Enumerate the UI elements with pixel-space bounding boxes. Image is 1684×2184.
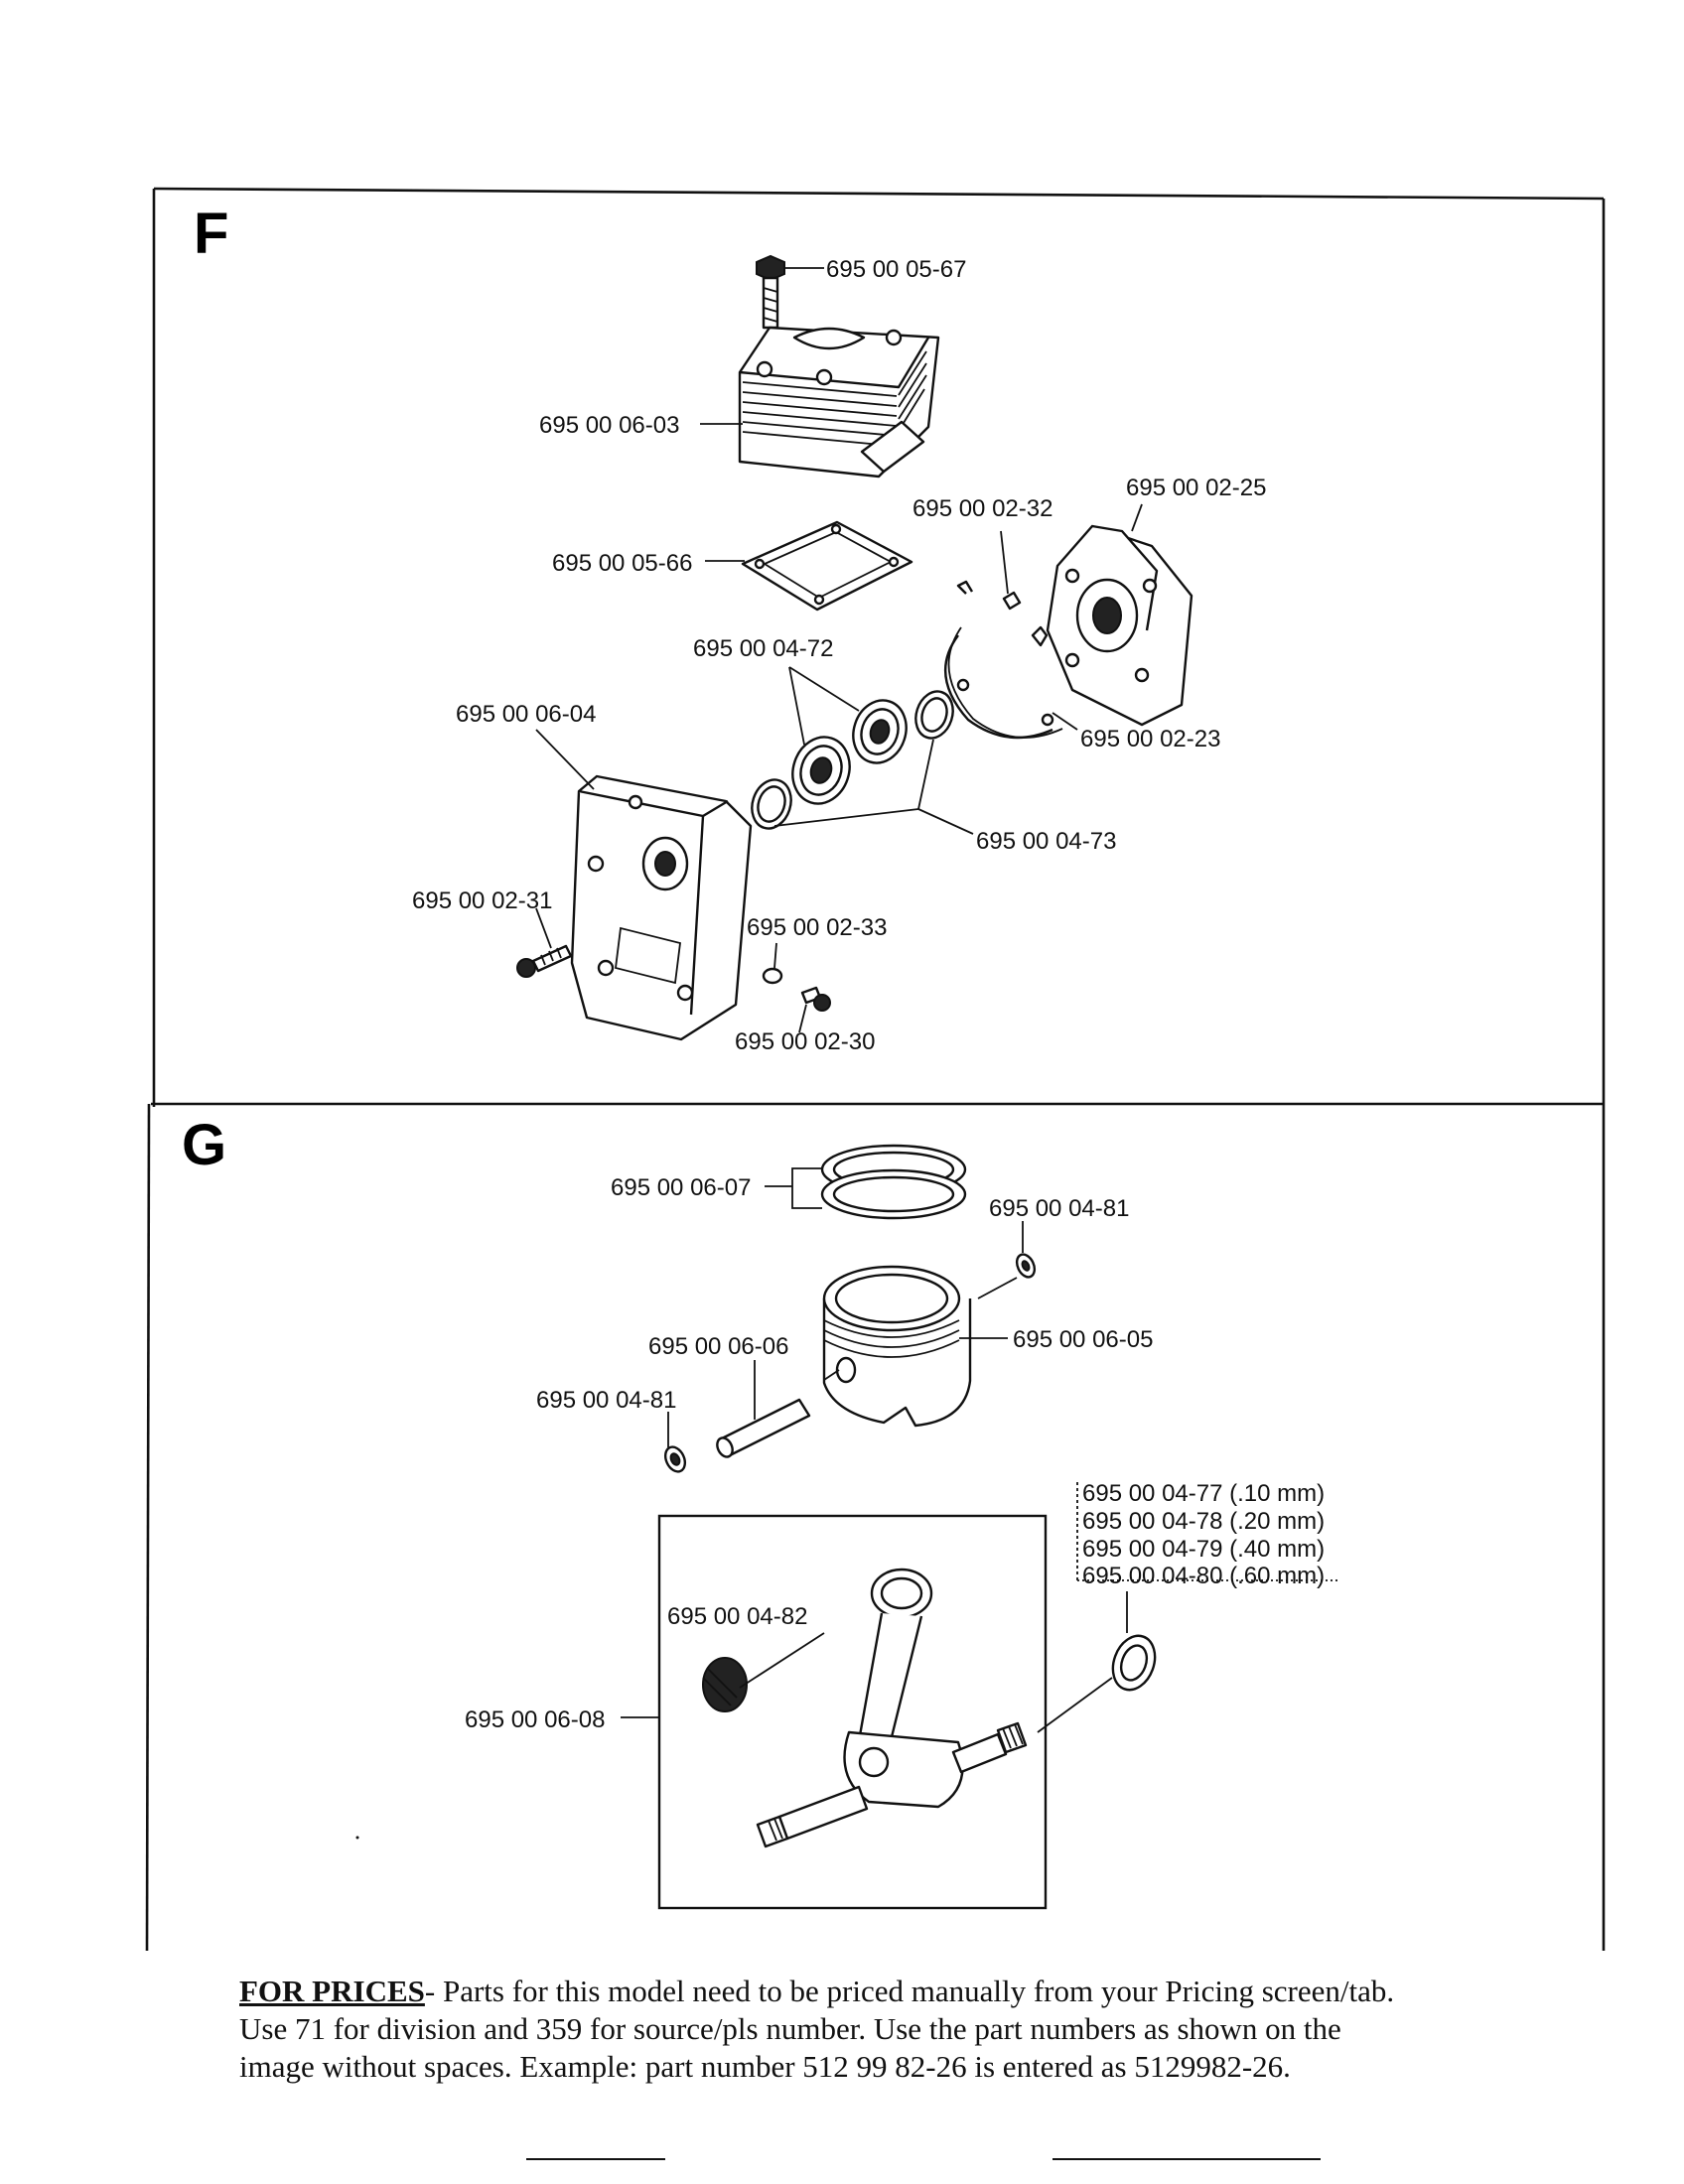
dowel-pin — [1002, 591, 1022, 611]
needle-bearing — [702, 1657, 748, 1712]
label-695-00-04-72: 695 00 04-72 — [693, 635, 833, 662]
crankcase-gasket — [943, 580, 1063, 740]
circlip-left — [663, 1445, 687, 1473]
label-695-00-06-05: 695 00 06-05 — [1013, 1326, 1153, 1353]
label-695-00-02-31: 695 00 02-31 — [412, 887, 552, 914]
pricing-note-heading: FOR PRICES — [239, 1974, 425, 2008]
piston-pin — [716, 1398, 811, 1458]
label-695-00-05-66: 695 00 05-66 — [552, 550, 692, 577]
crankcase-right — [1046, 524, 1193, 727]
label-695-00-06-06: 695 00 06-06 — [648, 1333, 788, 1360]
washer — [762, 967, 783, 985]
pricing-note-line-3: image without spaces. Example: part numb… — [239, 2049, 1291, 2084]
cylinder-gasket — [741, 520, 913, 612]
pricing-note-line-1-text: - Parts for this model need to be priced… — [424, 1974, 1395, 2008]
label-695-00-06-04: 695 00 06-04 — [456, 701, 596, 728]
label-695-00-04-73: 695 00 04-73 — [976, 828, 1116, 855]
seal-right — [914, 690, 954, 740]
stray-dot — [355, 1836, 359, 1840]
pricing-note-line-1: FOR PRICES- Parts for this model need to… — [239, 1973, 1530, 2010]
label-695-00-05-67: 695 00 05-67 — [826, 256, 966, 283]
label-695-00-06-08: 695 00 06-08 — [465, 1706, 605, 1733]
drain-plug — [800, 986, 831, 1012]
label-shim-60mm: 695 00 04-80 (.60 mm) — [1082, 1563, 1325, 1589]
crankcase-screw — [516, 944, 573, 978]
circlip-right — [1015, 1253, 1037, 1279]
label-shim-20mm: 695 00 04-78 (.20 mm) — [1082, 1508, 1325, 1535]
label-695-00-02-30: 695 00 02-30 — [735, 1028, 875, 1055]
label-shim-40mm: 695 00 04-79 (.40 mm) — [1082, 1536, 1325, 1563]
piston-ring — [820, 1144, 967, 1220]
label-695-00-04-81-right: 695 00 04-81 — [989, 1195, 1129, 1222]
piston — [822, 1265, 972, 1428]
label-695-00-06-07: 695 00 06-07 — [611, 1174, 751, 1201]
label-695-00-02-33: 695 00 02-33 — [747, 914, 887, 941]
label-695-00-02-25: 695 00 02-25 — [1126, 475, 1266, 501]
pricing-note: FOR PRICES- Parts for this model need to… — [239, 1973, 1530, 2086]
cylinder — [738, 326, 940, 478]
label-shim-10mm: 695 00 04-77 (.10 mm) — [1082, 1480, 1325, 1507]
label-695-00-02-32: 695 00 02-32 — [912, 495, 1052, 522]
crankshaft-shim — [1111, 1634, 1157, 1692]
section-letter-g: G — [182, 1113, 226, 1177]
seal-left — [751, 778, 792, 830]
label-695-00-04-82: 695 00 04-82 — [667, 1603, 807, 1630]
diagram-frame — [145, 187, 1606, 1952]
label-695-00-04-81-left: 695 00 04-81 — [536, 1387, 676, 1414]
bearing-left — [791, 736, 851, 805]
pricing-note-line-2: Use 71 for division and 359 for source/p… — [239, 2011, 1341, 2046]
label-695-00-06-03: 695 00 06-03 — [539, 412, 679, 439]
crankcase-left — [570, 774, 753, 1041]
crankshaft — [756, 1568, 1028, 1848]
cylinder-screw — [756, 254, 785, 330]
bearing-right — [852, 699, 908, 764]
section-letter-f: F — [194, 202, 228, 266]
crankshaft-assembly-box — [657, 1514, 1048, 1910]
label-695-00-02-23: 695 00 02-23 — [1080, 726, 1220, 752]
